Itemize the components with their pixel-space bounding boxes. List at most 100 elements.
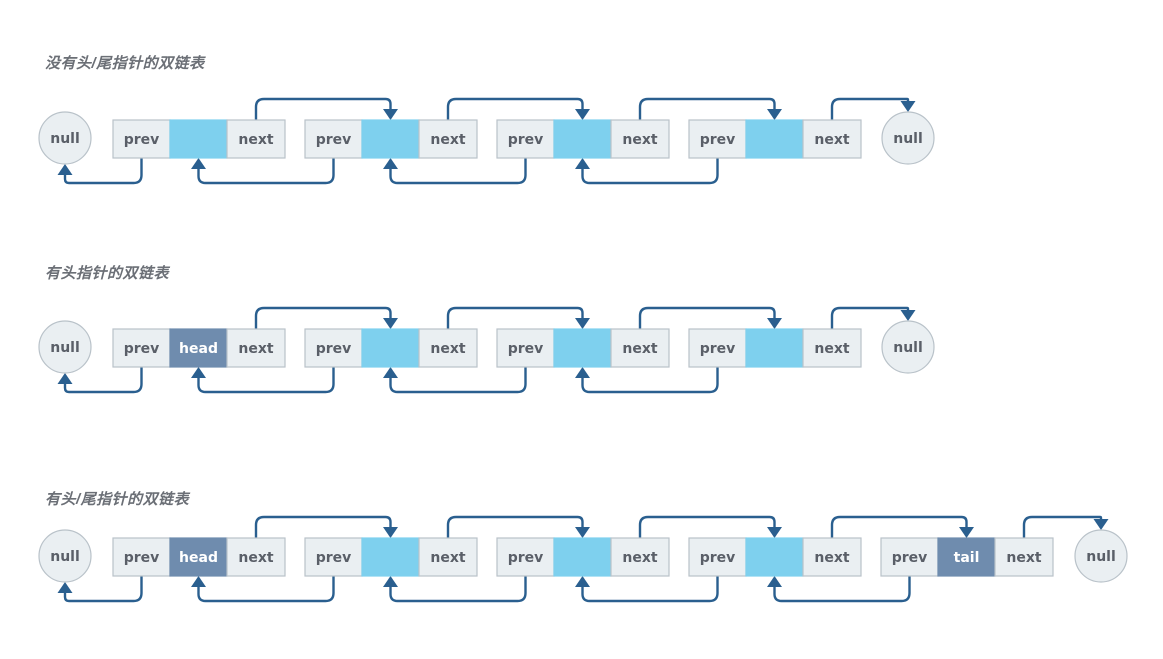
node-cell-data[interactable] — [169, 537, 228, 577]
node-cell-next[interactable] — [226, 537, 286, 577]
node-cell-next[interactable] — [226, 328, 286, 368]
null-label: null — [50, 340, 80, 356]
prev-pointer-arrow — [389, 574, 527, 603]
node-cell-prev[interactable] — [496, 537, 555, 577]
prev-pointer-arrow — [581, 574, 719, 603]
next-pointer-arrow — [254, 97, 392, 122]
node-cell-prev[interactable] — [688, 328, 747, 368]
node-cell-prev[interactable] — [688, 537, 747, 577]
node-cell-next[interactable] — [418, 328, 478, 368]
node-cell-prev-label: prev — [316, 550, 352, 566]
null-circle — [881, 111, 935, 165]
node-cell-next-label: next — [814, 550, 849, 566]
node-cell-next-label: next — [430, 550, 465, 566]
prev-arrowhead — [383, 576, 398, 587]
null-node-left: null — [38, 320, 92, 374]
node-cell-prev-label: prev — [124, 550, 160, 566]
prev-arrowhead — [767, 576, 782, 587]
next-pointer-arrow-to-null — [830, 306, 910, 331]
prev-arrowhead — [383, 367, 398, 378]
node-cell-prev[interactable] — [688, 119, 747, 159]
node-cell-next[interactable] — [610, 537, 670, 577]
next-arrowhead — [767, 527, 782, 538]
null-label: null — [1086, 549, 1116, 565]
prev-arrowhead — [191, 158, 206, 169]
node-cell-next[interactable] — [994, 537, 1054, 577]
next-arrowhead — [959, 527, 974, 538]
prev-pointer-arrow — [581, 365, 719, 394]
node-cell-data[interactable] — [169, 328, 228, 368]
node-cell-next-label: next — [814, 341, 849, 357]
prev-pointer-arrow — [389, 156, 527, 185]
null-label: null — [893, 340, 923, 356]
arrow-layer — [57, 515, 1109, 603]
arrow-layer — [57, 306, 916, 394]
prev-arrowhead — [383, 158, 398, 169]
node-cell-prev-label: prev — [124, 132, 160, 148]
node-cell-data[interactable] — [745, 328, 804, 368]
node-cell-data[interactable] — [745, 537, 804, 577]
null-label: null — [893, 131, 923, 147]
node-cell-data[interactable] — [361, 328, 420, 368]
next-pointer-arrow — [638, 306, 776, 331]
prev-arrowhead — [575, 367, 590, 378]
node-cell-data[interactable] — [745, 119, 804, 159]
next-pointer-arrow-to-null — [830, 97, 910, 122]
next-pointer-arrow — [446, 515, 584, 540]
node-cell-next[interactable] — [610, 119, 670, 159]
node-cell-prev[interactable] — [304, 537, 363, 577]
prev-arrowhead-null — [57, 582, 73, 593]
list-node[interactable]: prev next — [688, 328, 862, 368]
node-cell-data[interactable] — [361, 537, 420, 577]
node-cell-data[interactable] — [361, 119, 420, 159]
next-arrowhead — [383, 109, 398, 120]
prev-arrowhead-null — [57, 373, 73, 384]
prev-arrowhead — [191, 367, 206, 378]
next-arrowhead — [575, 527, 590, 538]
null-label: null — [50, 549, 80, 565]
node-cell-next[interactable] — [802, 537, 862, 577]
node-cell-next[interactable] — [418, 537, 478, 577]
node-cell-data-label: tail — [954, 550, 980, 566]
prev-pointer-arrow — [197, 365, 335, 394]
node-cell-prev-label: prev — [700, 132, 736, 148]
list-node[interactable]: prev next — [304, 537, 478, 577]
node-cell-next[interactable] — [226, 119, 286, 159]
node-cell-data[interactable] — [553, 537, 612, 577]
next-arrowhead-null — [1093, 519, 1109, 530]
list-node[interactable]: prev head next — [112, 537, 286, 577]
null-node-right: null — [1074, 529, 1128, 583]
node-cell-prev[interactable] — [112, 328, 171, 368]
node-cell-next[interactable] — [802, 328, 862, 368]
node-cell-data-label: head — [179, 550, 218, 566]
null-node-right: null — [881, 111, 935, 165]
diagram-title: 没有头/尾指针的双链表 — [45, 55, 205, 72]
node-cell-data[interactable] — [553, 119, 612, 159]
node-cell-next-label: next — [238, 550, 273, 566]
prev-arrowhead-null — [57, 164, 73, 175]
node-cell-data[interactable] — [937, 537, 996, 577]
node-cell-next[interactable] — [610, 328, 670, 368]
node-cell-next[interactable] — [418, 119, 478, 159]
node-cell-prev-label: prev — [700, 341, 736, 357]
diagram-title: 有头/尾指针的双链表 — [45, 491, 190, 508]
node-cell-prev[interactable] — [496, 328, 555, 368]
null-circle — [38, 320, 92, 374]
node-cell-next[interactable] — [802, 119, 862, 159]
prev-pointer-arrow — [197, 574, 335, 603]
node-cell-prev[interactable] — [112, 537, 171, 577]
node-cell-next-label: next — [430, 132, 465, 148]
node-cell-next-label: next — [430, 341, 465, 357]
